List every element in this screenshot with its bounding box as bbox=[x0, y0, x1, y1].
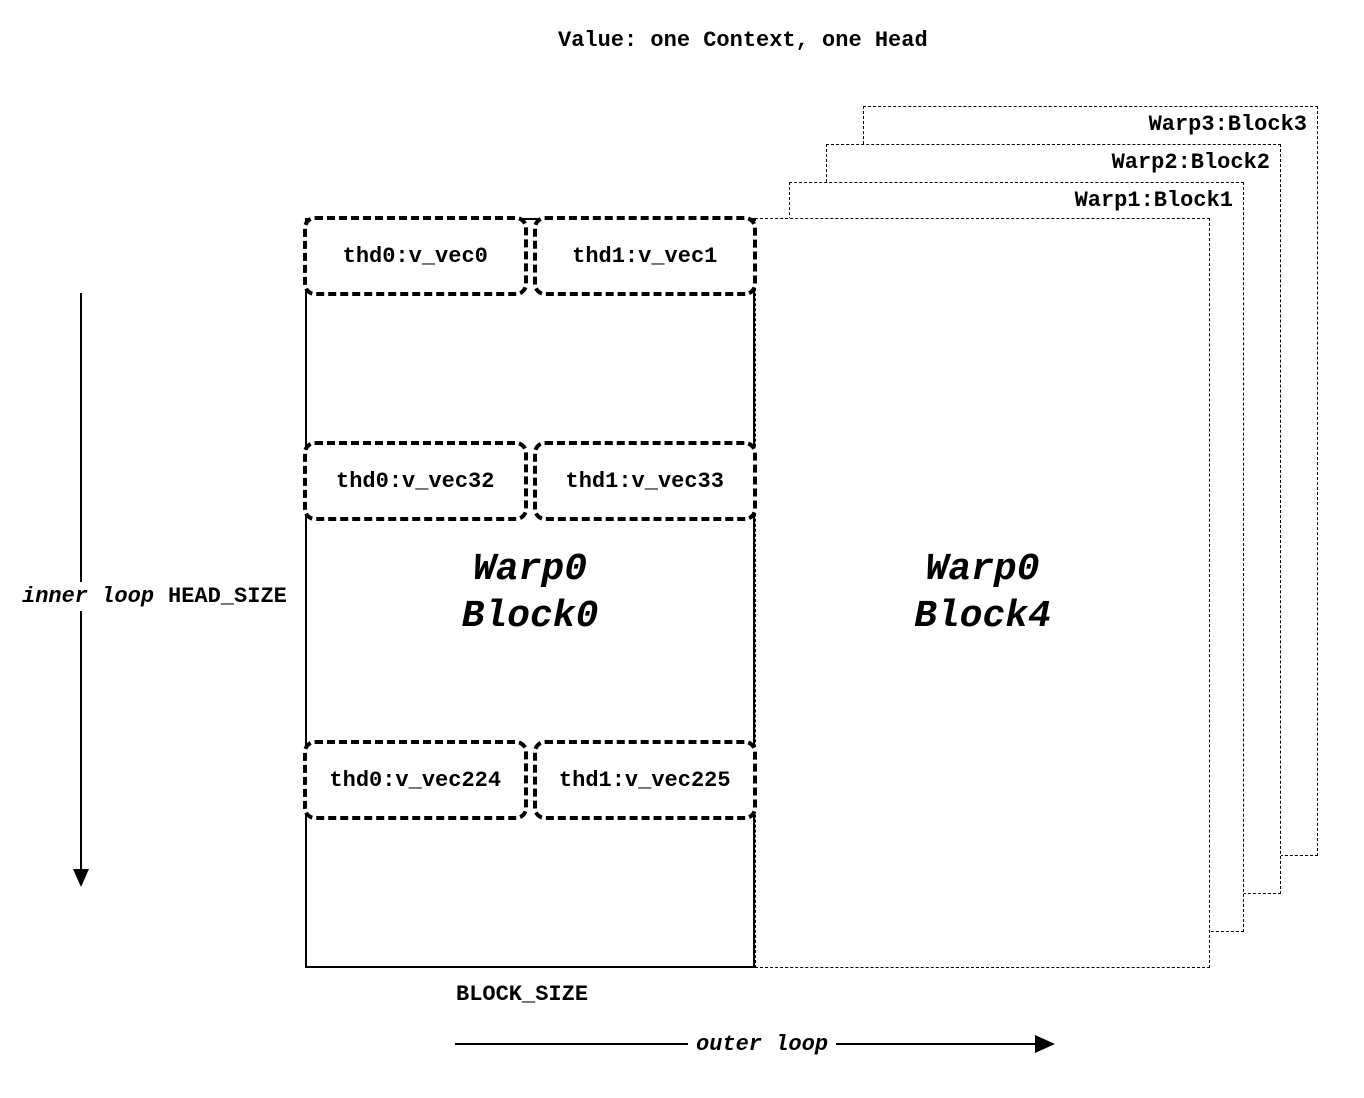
warp3-block3-label: Warp3:Block3 bbox=[1148, 112, 1307, 137]
thread-cell-thd1-v-vec1: thd1:v_vec1 bbox=[532, 216, 757, 296]
warp0-block4-name-line2: Block4 bbox=[914, 595, 1051, 638]
warp2-block2-label: Warp2:Block2 bbox=[1111, 150, 1270, 175]
inner-loop-head-size-label: inner loop HEAD_SIZE bbox=[22, 582, 293, 611]
thread-row-0: thd0:v_vec0 thd1:v_vec1 bbox=[303, 216, 757, 296]
warp0-block4-name-line1: Warp0 bbox=[925, 548, 1040, 591]
outer-loop-label: outer loop bbox=[688, 1032, 837, 1057]
warp1-block1-label: Warp1:Block1 bbox=[1074, 188, 1233, 213]
warp0-block0-rect bbox=[305, 218, 755, 968]
head-size-text: HEAD_SIZE bbox=[168, 584, 287, 609]
warp0-block0-name: Warp0 Block0 bbox=[305, 546, 755, 640]
warp0-block0-name-line1: Warp0 bbox=[472, 548, 588, 591]
warp0-block4-name: Warp0 Block4 bbox=[755, 546, 1210, 640]
thread-cell-thd1-v-vec33: thd1:v_vec33 bbox=[532, 441, 757, 521]
right-arrowhead-icon bbox=[1035, 1035, 1055, 1053]
thread-cell-thd0-v-vec0: thd0:v_vec0 bbox=[303, 216, 528, 296]
thread-cell-thd0-v-vec32: thd0:v_vec32 bbox=[303, 441, 528, 521]
block-size-label: BLOCK_SIZE bbox=[456, 982, 589, 1007]
warp0-block0-name-line2: Block0 bbox=[461, 595, 599, 638]
thread-cell-thd1-v-vec225: thd1:v_vec225 bbox=[532, 740, 757, 820]
inner-loop-text: inner loop bbox=[22, 584, 155, 609]
thread-cell-thd0-v-vec224: thd0:v_vec224 bbox=[303, 740, 528, 820]
diagram-title: Value: one Context, one Head bbox=[558, 28, 928, 53]
down-arrowhead-icon bbox=[73, 869, 89, 887]
thread-row-1: thd0:v_vec32 thd1:v_vec33 bbox=[303, 441, 757, 521]
warp0-block4-rect bbox=[755, 218, 1210, 968]
thread-row-2: thd0:v_vec224 thd1:v_vec225 bbox=[303, 740, 757, 820]
